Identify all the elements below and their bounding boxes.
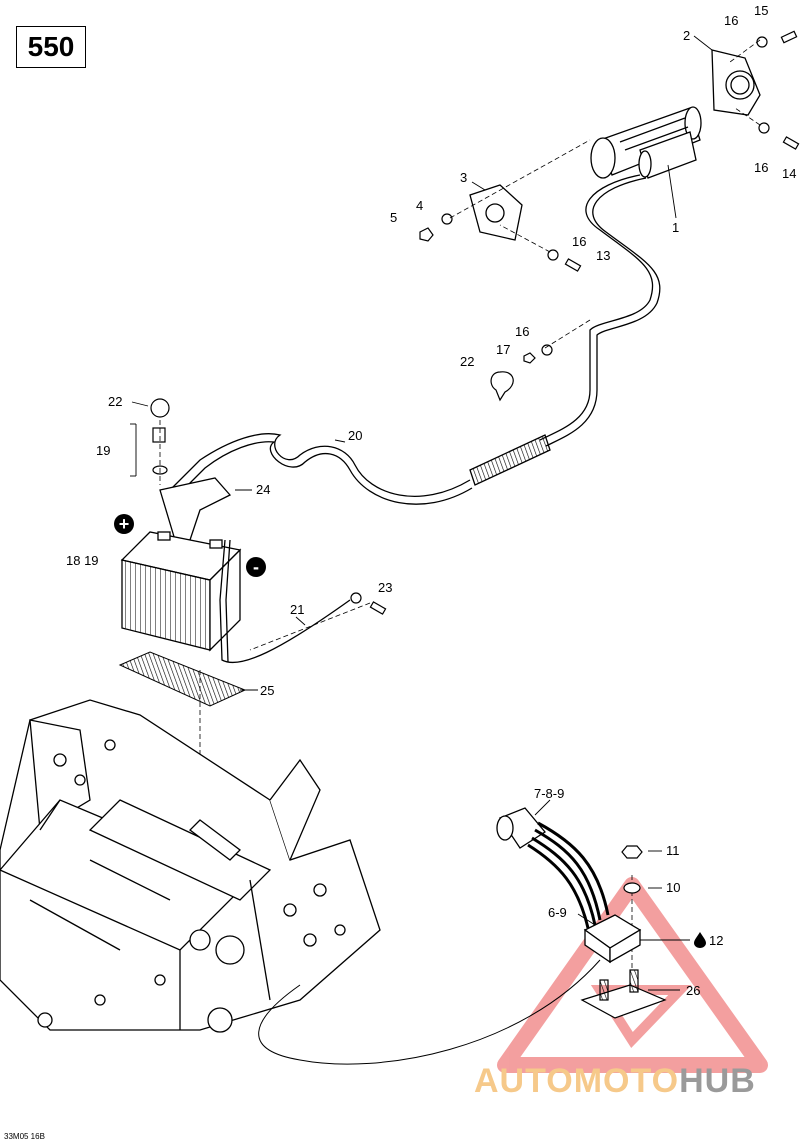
svg-text:+: +	[119, 514, 130, 534]
callout-16: 16	[515, 324, 529, 339]
callout-22: 22	[108, 394, 122, 409]
callout-23: 23	[378, 580, 392, 595]
callout-13: 13	[596, 248, 610, 263]
minus-symbol: -	[246, 557, 266, 577]
connector	[496, 807, 610, 929]
callout-22: 22	[460, 354, 474, 369]
nut-washer	[621, 845, 643, 894]
callout-20: 20	[348, 428, 362, 443]
callout-10: 10	[666, 880, 680, 895]
callout-24: 24	[256, 482, 270, 497]
watermark-text-auto: AUTO	[474, 1062, 574, 1100]
battery	[120, 531, 242, 652]
callout-3: 3	[460, 170, 467, 185]
model-number-box: 550	[16, 26, 86, 68]
callout-19: 19	[96, 443, 110, 458]
callout-12: 12	[709, 933, 723, 948]
callout-21: 21	[290, 602, 304, 617]
watermark-text-moto: MOTO	[573, 1062, 680, 1100]
callout-26: 26	[686, 983, 700, 998]
starter-motor	[590, 106, 702, 179]
svg-text:-: -	[253, 557, 259, 577]
callout-2: 2	[683, 28, 690, 43]
hardware	[150, 30, 800, 615]
callout-18-19: 18 19	[66, 553, 99, 568]
battery-pad	[118, 651, 247, 707]
battery-strap	[159, 477, 232, 541]
callout-16: 16	[572, 234, 586, 249]
callout-4: 4	[416, 198, 423, 213]
callout-6-9: 6-9	[548, 905, 567, 920]
ground-cable-21	[219, 539, 351, 664]
drawing-code: 33M05 16B	[4, 1132, 45, 1141]
voltage-regulator	[583, 914, 642, 964]
plus-symbol: +	[114, 514, 134, 534]
model-number: 550	[27, 31, 75, 62]
callout-25: 25	[260, 683, 274, 698]
callout-7-8-9: 7-8-9	[534, 786, 564, 801]
callout-11: 11	[666, 843, 680, 858]
mounting-plate	[580, 969, 667, 1019]
callout-14: 14	[782, 166, 796, 181]
chassis-frame	[0, 699, 381, 1033]
callout-15: 15	[754, 3, 768, 18]
callout-17: 17	[496, 342, 510, 357]
lubricant-drop-icon	[694, 932, 706, 948]
starter-bracket	[711, 49, 761, 116]
starter-support	[469, 184, 523, 241]
callout-leaders	[130, 35, 713, 991]
battery-cable-20	[169, 174, 661, 505]
callout-1: 1	[672, 220, 679, 235]
callout-5: 5	[390, 210, 397, 225]
watermark-logo: AUTOMOTOHUB	[474, 1062, 756, 1101]
watermark-text-hub: HUB	[679, 1062, 756, 1100]
regulator-cable	[258, 959, 601, 1065]
callout-16: 16	[754, 160, 768, 175]
callout-16: 16	[724, 13, 738, 28]
